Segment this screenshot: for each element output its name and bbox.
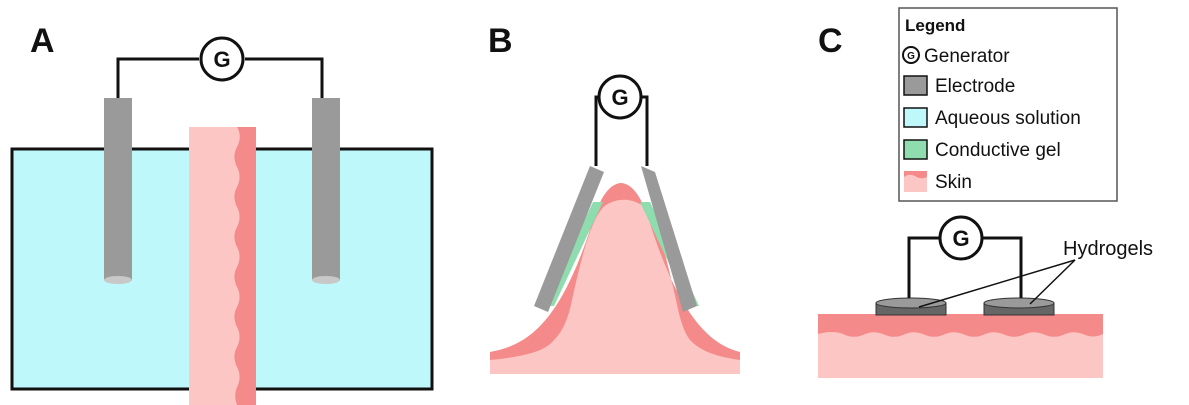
panel-c-skin <box>818 314 1103 378</box>
panel-a-electrode-left <box>104 98 132 284</box>
legend-item-generator: G Generator <box>902 46 1010 67</box>
legend-item-electrode: Electrode <box>903 75 1015 97</box>
panel-b: B G <box>488 22 740 374</box>
panel-b-skin-fold <box>490 183 740 374</box>
panel-b-label: B <box>488 22 513 60</box>
panel-c-wire-right <box>983 236 1023 298</box>
legend: Legend G Generator Electrode Aqueous sol… <box>898 7 1118 202</box>
panel-a: A G <box>10 22 434 405</box>
skin-swatch <box>904 171 927 192</box>
panel-c-hydrogel-right <box>983 297 1055 316</box>
panel-c-generator-icon: G <box>938 215 984 261</box>
aqueous-swatch <box>903 107 928 128</box>
hydrogels-pointer-right <box>1029 259 1076 305</box>
electrode-swatch <box>903 75 928 96</box>
legend-label-gel: Conductive gel <box>935 140 1061 161</box>
legend-label-generator: Generator <box>924 46 1010 67</box>
panel-a-electrode-right <box>312 98 340 284</box>
legend-label-electrode: Electrode <box>935 76 1015 97</box>
panel-a-wire-right <box>245 57 324 100</box>
panel-a-wire-left <box>116 57 199 100</box>
panel-a-skin-membrane <box>189 127 256 405</box>
panel-c: C Legend G Generator Electrode Aqueous s… <box>818 7 1153 378</box>
panel-b-generator-icon: G <box>597 74 643 120</box>
legend-label-aqueous: Aqueous solution <box>935 108 1081 129</box>
panel-c-label: C <box>818 22 843 60</box>
legend-item-gel: Conductive gel <box>903 139 1061 161</box>
panel-a-label: A <box>30 22 55 60</box>
hydrogels-annotation: Hydrogels <box>1063 238 1153 260</box>
legend-item-aqueous: Aqueous solution <box>903 107 1081 129</box>
legend-title: Legend <box>905 16 965 35</box>
panel-b-electrode-right <box>641 166 697 312</box>
legend-box <box>898 7 1118 202</box>
panel-a-generator-icon: G <box>199 36 245 82</box>
generator-icon: G <box>902 46 920 64</box>
hydrogels-pointer-left <box>918 259 1076 308</box>
panel-b-generator-label: G <box>611 85 628 110</box>
panel-c-generator-label: G <box>952 226 969 251</box>
legend-label-skin: Skin <box>935 172 972 193</box>
panel-b-electrode-left <box>534 166 604 312</box>
svg-text:G: G <box>907 51 915 62</box>
panel-a-generator-label: G <box>213 47 230 72</box>
panel-c-wire-left <box>907 236 939 298</box>
panel-c-hydrogel-left <box>875 297 947 316</box>
legend-item-skin: Skin <box>904 171 972 193</box>
gel-swatch <box>903 139 928 160</box>
